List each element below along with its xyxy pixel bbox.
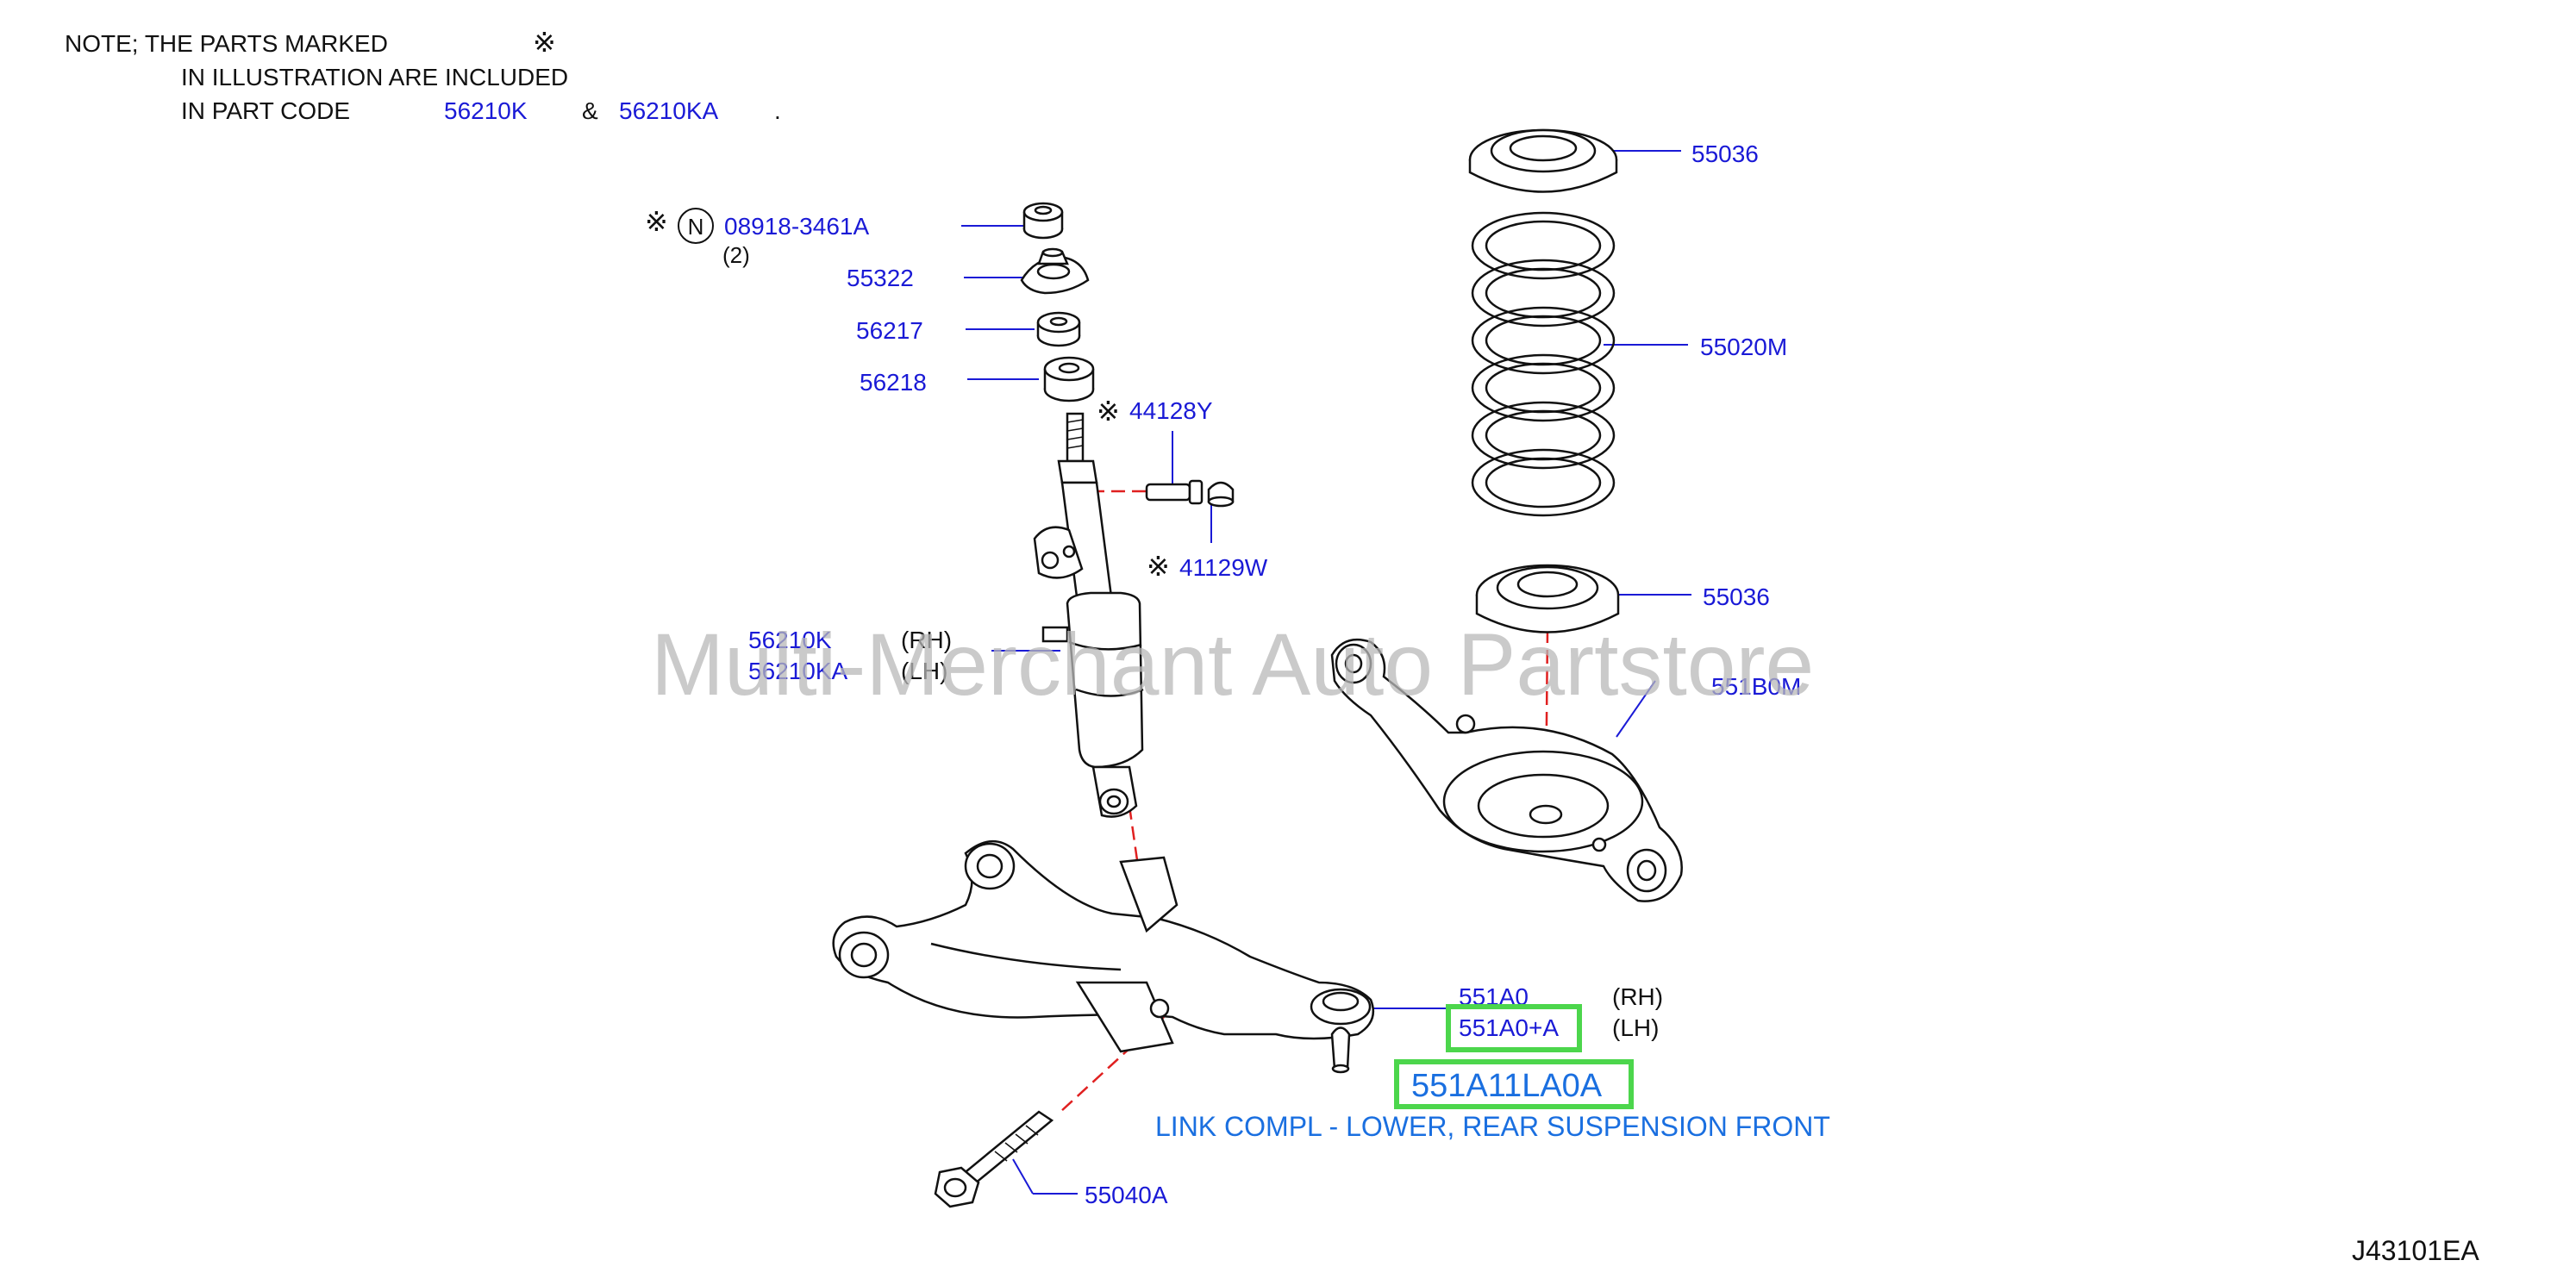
note-line-1: NOTE; THE PARTS MARKED (65, 30, 388, 57)
label-mount[interactable]: 55322 (847, 265, 914, 291)
cap-icon (1207, 481, 1235, 508)
note-block: NOTE; THE PARTS MARKED ※ IN ILLUSTRATION… (65, 27, 781, 124)
note-mark-icon: ※ (533, 27, 556, 58)
highlight-part-number[interactable]: 551A11LA0A (1411, 1068, 1603, 1104)
label-shock-lh-side: (LH) (901, 658, 947, 684)
nut-icon (1022, 202, 1064, 240)
note-code-a[interactable]: 56210K (444, 97, 528, 124)
label-nut[interactable]: 08918-3461A (724, 213, 869, 240)
mark-44128-icon: ※ (1097, 396, 1120, 427)
lower-bushing-icon (1043, 356, 1095, 402)
label-link-rh-side: (RH) (1612, 983, 1663, 1010)
note-period: . (774, 97, 781, 124)
circle-n-letter: N (688, 214, 704, 240)
note-line-2: IN ILLUSTRATION ARE INCLUDED (181, 64, 568, 90)
shock-absorber-icon (1033, 412, 1144, 818)
highlight-box-link-lh (1446, 1004, 1582, 1052)
watermark-text: Multi-Merchant Auto Partstore (651, 615, 1814, 714)
label-shock-rh-side: (RH) (901, 627, 952, 653)
upper-bushing-icon (1036, 311, 1081, 347)
diagram-code: J43101EA (2352, 1235, 2479, 1266)
mark-41129-icon: ※ (1147, 551, 1170, 582)
label-seat-bottom[interactable]: 55036 (1703, 583, 1770, 610)
nut-mark-icon: ※ (645, 206, 668, 237)
part-description: LINK COMPL - LOWER, REAR SUSPENSION FRON… (1155, 1111, 1830, 1142)
spring-seat-upper-icon (1468, 128, 1618, 193)
circle-n-icon (678, 208, 714, 244)
mount-plate-icon (1020, 247, 1090, 295)
label-spring[interactable]: 55020M (1700, 334, 1787, 360)
label-link-lh[interactable]: 551A0+A (1459, 1014, 1559, 1041)
label-upper-arm[interactable]: 551B0M (1711, 673, 1801, 700)
lower-link-icon (832, 839, 1375, 1074)
label-nut-qty: (2) (722, 242, 750, 268)
label-shock-lh[interactable]: 56210KA (748, 658, 848, 684)
label-bushing-upper[interactable]: 56217 (856, 317, 923, 344)
shock-top-hardware (1020, 202, 1235, 508)
pin-icon (1145, 479, 1204, 505)
label-link-lh-side: (LH) (1612, 1014, 1659, 1041)
label-seat-top[interactable]: 55036 (1691, 140, 1759, 167)
label-pin[interactable]: 44128Y (1129, 397, 1213, 424)
bolt-icon (934, 1110, 1054, 1208)
label-shock-rh[interactable]: 56210K (748, 627, 832, 653)
part-labels: ※ N 08918-3461A (2) 55322 56217 56218 ※ … (645, 140, 1801, 1208)
label-bolt[interactable]: 55040A (1085, 1182, 1168, 1208)
highlight-box-part-number (1394, 1059, 1634, 1109)
spring-seat-lower-icon (1475, 564, 1620, 633)
note-line-3: IN PART CODE (181, 97, 350, 124)
note-code-b[interactable]: 56210KA (619, 97, 719, 124)
label-bushing-lower[interactable]: 56218 (860, 369, 927, 396)
upper-arm-icon (1330, 638, 1683, 902)
label-cap[interactable]: 41129W (1179, 554, 1268, 581)
coil-spring-icon (1471, 211, 1616, 517)
note-amp: & (582, 97, 598, 124)
